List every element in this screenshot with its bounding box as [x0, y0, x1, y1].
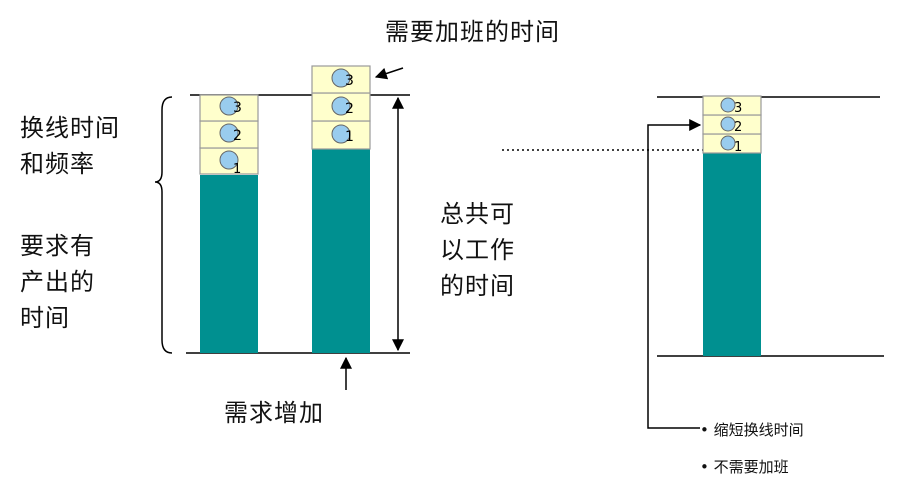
bullet-icon: •: [700, 421, 714, 439]
left-brace: [154, 96, 173, 354]
block-number: 2: [345, 101, 354, 117]
required-output-label: 要求有 产出的 时间: [20, 232, 95, 332]
changeover-circle-icon: [720, 97, 736, 113]
changeover-label: 换线时间 和频率: [20, 114, 120, 178]
right-production-bar: [703, 153, 761, 356]
block-number: 3: [734, 101, 742, 116]
right-changeover-blocks: 1 2 3: [702, 95, 762, 155]
overtime-title: 需要加班的时间: [385, 18, 560, 46]
block-number: 2: [233, 128, 242, 144]
total-time-label: 总共可 以工作 的时间: [440, 200, 515, 300]
changeover-circle-icon: [331, 124, 351, 144]
changeover-circle-icon: [219, 150, 239, 170]
changeover-circle-icon: [720, 135, 736, 151]
changeover-circle-icon: [720, 116, 736, 132]
block-number: 2: [734, 120, 742, 135]
reduction-arrow: [647, 119, 702, 429]
bullet-icon: •: [700, 458, 714, 476]
block-number: 1: [233, 162, 241, 177]
overtime-arrow: [374, 67, 404, 80]
changeover-circle-icon: [331, 96, 351, 116]
bullet-no-overtime: • 不需要加班: [700, 458, 789, 476]
changeover-circle-icon: [331, 68, 351, 88]
demand-increase-label: 需求增加: [224, 399, 324, 427]
changeover-circle-icon: [219, 123, 239, 143]
changeover-circle-icon: [219, 96, 239, 116]
bullet-reduce-changeover: • 缩短换线时间: [700, 421, 804, 439]
block-number: 3: [233, 100, 242, 116]
changeover-blocks-bar-2: 1 2 3: [311, 65, 371, 150]
production-bar-2: [312, 149, 370, 353]
block-number: 1: [345, 129, 354, 145]
production-bar-1: [200, 175, 258, 353]
block-number: 3: [345, 73, 354, 89]
changeover-blocks-bar-1: 1 2 3: [199, 94, 259, 177]
block-number: 1: [734, 140, 742, 155]
